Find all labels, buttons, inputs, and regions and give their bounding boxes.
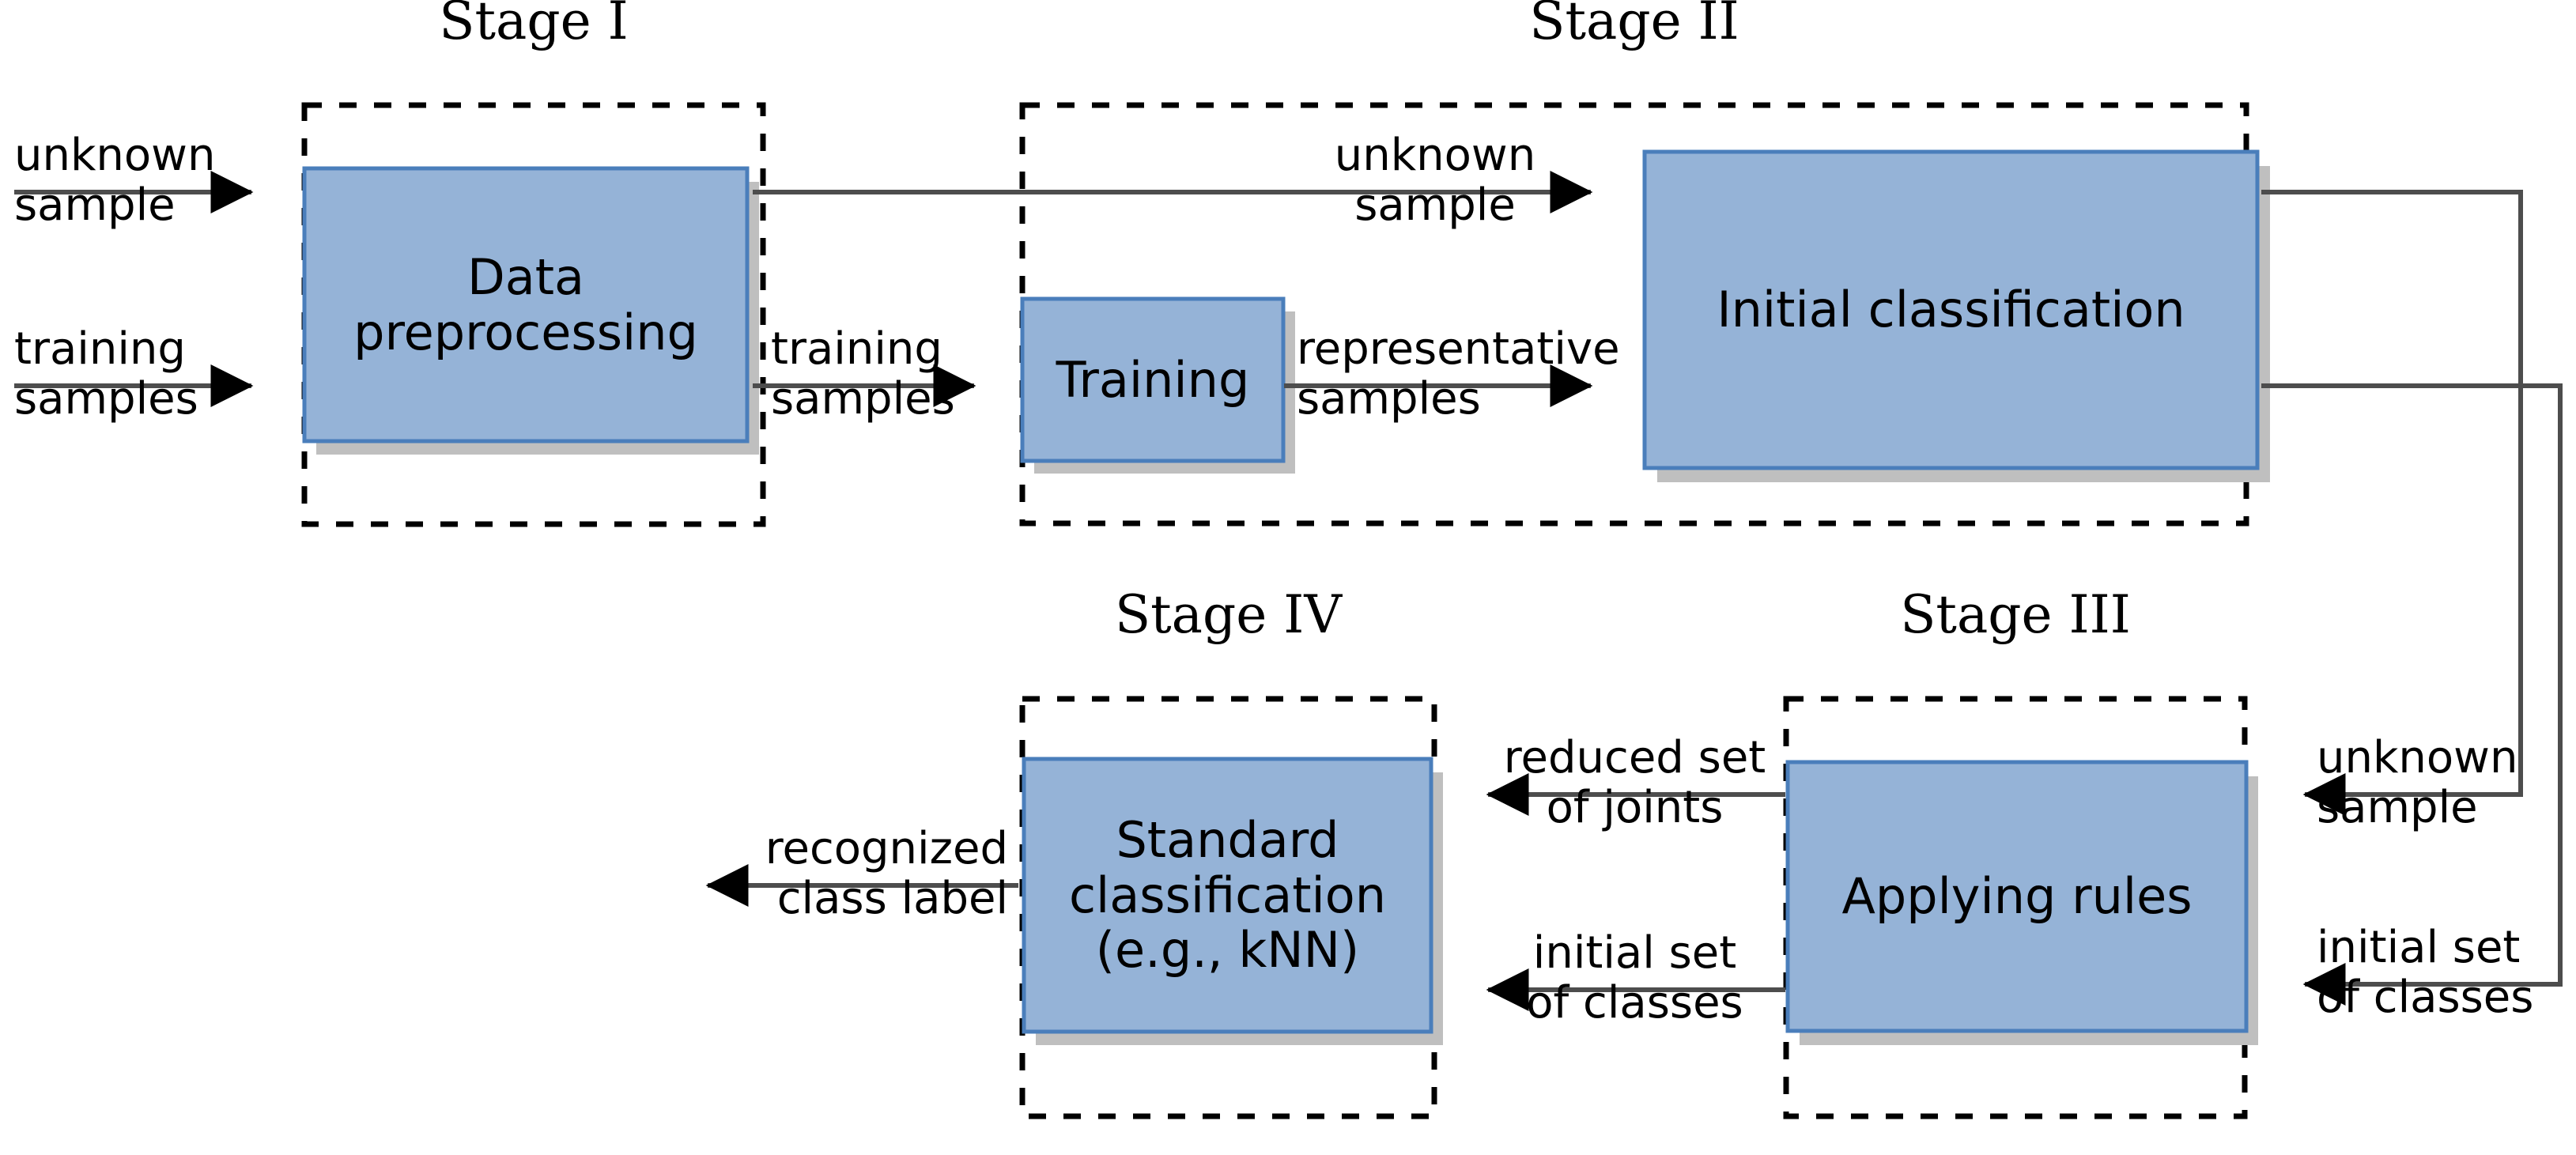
edge-label-training-to-initial-representative: representative samples — [1297, 323, 1620, 425]
stage-title-stage-1: Stage I — [439, 0, 629, 51]
edge-label-prep-to-initial-unknown-sample: unknown sample — [1334, 130, 1536, 232]
node-applying-rules-box[interactable] — [1785, 760, 2249, 1033]
stage-title-stage-2: Stage II — [1529, 0, 1739, 51]
node-data-preprocessing-box[interactable] — [302, 166, 750, 444]
stage-title-stage-3: Stage III — [1900, 584, 2131, 645]
edge-label-in-training-samples: training samples — [14, 323, 198, 425]
node-boxes — [302, 149, 2260, 1034]
edge-label-rules-to-standard-initial-classes: initial set of classes — [1526, 927, 1743, 1029]
stage-title-stage-4: Stage IV — [1114, 584, 1343, 645]
node-standard-classification-box[interactable] — [1022, 757, 1433, 1034]
edge-label-initial-to-rules-initial-classes: initial set of classes — [2317, 922, 2534, 1024]
connectors — [14, 171, 2563, 1011]
edge-label-in-unknown-sample: unknown sample — [14, 130, 216, 232]
edge-label-prep-to-training-samples: training samples — [771, 323, 955, 425]
edge-label-out-recognized-class-label: recognized class label — [765, 823, 1008, 925]
edge-initial-to-rules-unknown-sample — [2261, 190, 2523, 816]
edge-label-rules-to-standard-reduced-joints: reduced set of joints — [1503, 732, 1766, 834]
node-training-box[interactable] — [1020, 296, 1286, 463]
edge-initial-to-rules-initial-classes — [2261, 383, 2563, 1006]
node-initial-classification-box[interactable] — [1642, 149, 2260, 470]
edge-label-initial-to-rules-unknown-sample: unknown sample — [2317, 732, 2518, 834]
